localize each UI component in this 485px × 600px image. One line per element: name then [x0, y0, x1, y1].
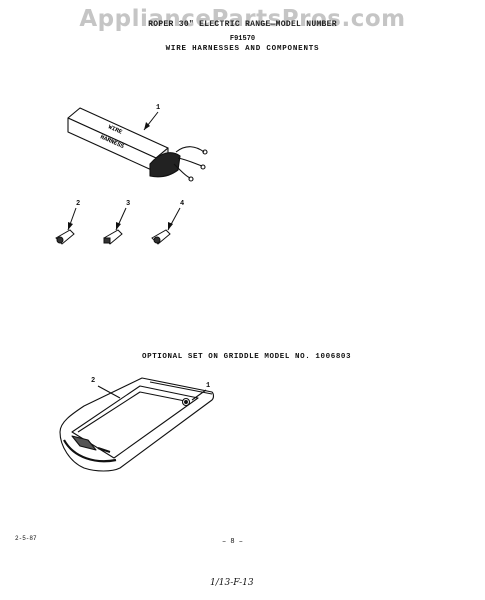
arrowheads: [68, 122, 173, 230]
arrowhead-4: [168, 222, 173, 230]
callout-2: 2: [76, 200, 81, 208]
harness-wire-1: [175, 146, 205, 153]
page-title: WIRE HARNESSES AND COMPONENTS: [165, 45, 320, 53]
griddle-section-title: OPTIONAL SET ON GRIDDLE MODEL NO. 100680…: [142, 353, 352, 361]
terminal-connector-3: [103, 229, 123, 245]
harness-terminal-3: [188, 176, 194, 182]
griddle-surface-edge: [77, 391, 191, 433]
footer-date-code: 2-5-87: [15, 535, 37, 542]
griddle-handle-right: [97, 447, 111, 453]
model-line: ROPER 30" ELECTRIC RANGE—MODEL NUMBER: [148, 20, 337, 29]
griddle-handle-left: [71, 435, 97, 451]
griddle-front-rim: [63, 439, 117, 463]
callout-griddle-2: 2: [91, 377, 96, 385]
wire-harness-box-drawing: [67, 107, 208, 182]
harness-wire-bundle: [149, 152, 181, 178]
griddle-drawing: [59, 377, 215, 472]
harness-terminal-1: [202, 149, 208, 155]
callout-4: 4: [180, 200, 185, 208]
leader-line-griddle-2: [97, 385, 121, 399]
callout-griddle-1: 1: [206, 382, 211, 390]
griddle-back-edge: [149, 381, 213, 395]
callout-3: 3: [126, 200, 131, 208]
arrowhead-1: [144, 122, 150, 130]
callout-1: 1: [156, 104, 161, 112]
footer-handwritten-note: 1/13-F-13: [210, 578, 254, 588]
arrowhead-3: [116, 222, 121, 230]
terminal-connector-2: [55, 229, 75, 245]
leader-line-griddle-1: [191, 389, 207, 401]
model-code: F91570: [229, 35, 256, 43]
footer-page-number: – 8 –: [222, 538, 244, 546]
harness-wire-2: [177, 157, 203, 167]
watermark-text: AppliancePartsPros.com: [79, 6, 406, 32]
arrowhead-2: [68, 222, 73, 230]
terminal-connector-4: [151, 229, 171, 245]
terminal-connectors: [55, 229, 171, 245]
harness-terminal-2: [200, 164, 206, 170]
